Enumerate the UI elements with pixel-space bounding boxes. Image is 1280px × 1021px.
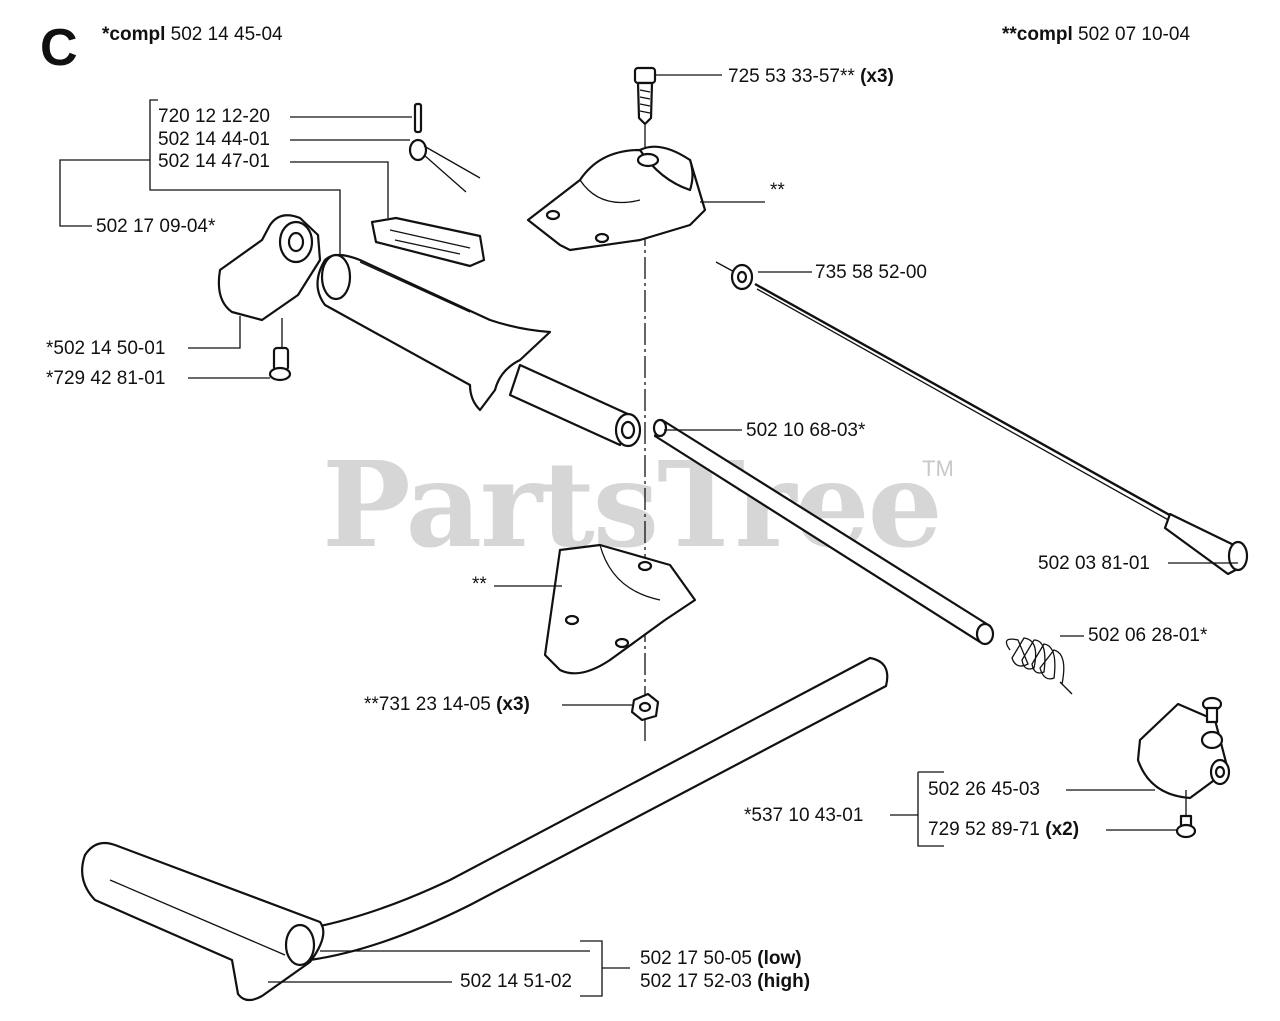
- callout-top-screw-qty: (x3): [860, 66, 894, 87]
- nut-part: [630, 692, 660, 722]
- callout-top-screw-number: 725 53 33-57**: [728, 66, 855, 87]
- callout-tube[interactable]: 502 10 68-03*: [746, 420, 866, 441]
- header-right: **compl 502 07 10-04: [1002, 24, 1190, 46]
- header-left-number: 502 14 45-04: [170, 24, 283, 45]
- washer-part: [715, 261, 754, 291]
- end-screw-top-part: [1201, 696, 1223, 724]
- callout-small-spring[interactable]: 502 14 44-01: [158, 129, 270, 150]
- callout-top-clamp[interactable]: **: [770, 180, 785, 201]
- callout-washer[interactable]: 735 58 52-00: [815, 262, 927, 283]
- callout-end-fitting[interactable]: 502 26 45-03: [928, 779, 1040, 800]
- callout-cable[interactable]: 502 03 81-01: [1038, 553, 1150, 574]
- header-right-number: 502 07 10-04: [1078, 24, 1191, 45]
- small-spring-part: [408, 138, 481, 193]
- callout-nut-qty: (x3): [496, 694, 530, 715]
- callout-end-assy[interactable]: *537 10 43-01: [744, 805, 864, 826]
- callout-end-screw[interactable]: 729 52 89-71 (x2): [928, 819, 1079, 841]
- header-left-prefix: *compl: [102, 24, 166, 45]
- callout-nut-number: **731 23 14-05: [364, 694, 491, 715]
- callout-bar-low-qty: (low): [757, 948, 802, 969]
- pin-part: [413, 102, 423, 134]
- top-screw-part: [633, 66, 657, 126]
- callout-large-spring[interactable]: 502 06 28-01*: [1088, 625, 1208, 646]
- bottom-clamp-part: [543, 543, 697, 675]
- callout-bar-high-number: 502 17 52-03: [640, 971, 752, 992]
- callout-handle-assy[interactable]: 502 17 09-04*: [96, 216, 216, 237]
- loop-bar-part: [81, 656, 889, 1002]
- header-right-prefix: **compl: [1002, 24, 1073, 45]
- inner-tube-part: [508, 363, 642, 448]
- grip-screw-part: [268, 346, 292, 382]
- callout-nut[interactable]: **731 23 14-05 (x3): [364, 694, 530, 716]
- callout-end-screw-number: 729 52 89-71: [928, 819, 1040, 840]
- callout-bar-grip[interactable]: 502 14 51-02: [460, 971, 572, 992]
- section-letter: C: [40, 19, 78, 77]
- callout-grip-cap[interactable]: *502 14 50-01: [46, 338, 166, 359]
- watermark-trademark: TM: [922, 456, 954, 481]
- long-tube-part: [652, 418, 995, 646]
- callout-bar-high[interactable]: 502 17 52-03 (high): [640, 971, 810, 993]
- callout-grip-screw[interactable]: *729 42 81-01: [46, 368, 166, 389]
- header-left: *compl 502 14 45-04: [102, 24, 283, 46]
- handle-grip-part: [316, 253, 552, 412]
- large-spring-part: [1005, 637, 1073, 695]
- callout-trigger[interactable]: 502 14 47-01: [158, 151, 270, 172]
- callout-bottom-clamp[interactable]: **: [472, 574, 487, 595]
- end-screw-bottom-part: [1175, 790, 1197, 839]
- end-fitting-part: [1136, 702, 1231, 800]
- callout-bar-low[interactable]: 502 17 50-05 (low): [640, 948, 802, 970]
- callout-bar-high-qty: (high): [757, 971, 811, 992]
- cable-part: [754, 282, 1249, 576]
- top-clamp-part: [526, 145, 707, 252]
- grip-cap-part: [217, 214, 322, 322]
- callout-bar-low-number: 502 17 50-05: [640, 948, 752, 969]
- leader-lines: [59, 74, 1238, 997]
- callout-top-screw[interactable]: 725 53 33-57** (x3): [728, 66, 894, 88]
- callout-end-screw-qty: (x2): [1045, 819, 1080, 840]
- callout-pin[interactable]: 720 12 12-20: [158, 106, 270, 127]
- trigger-part: [370, 216, 486, 268]
